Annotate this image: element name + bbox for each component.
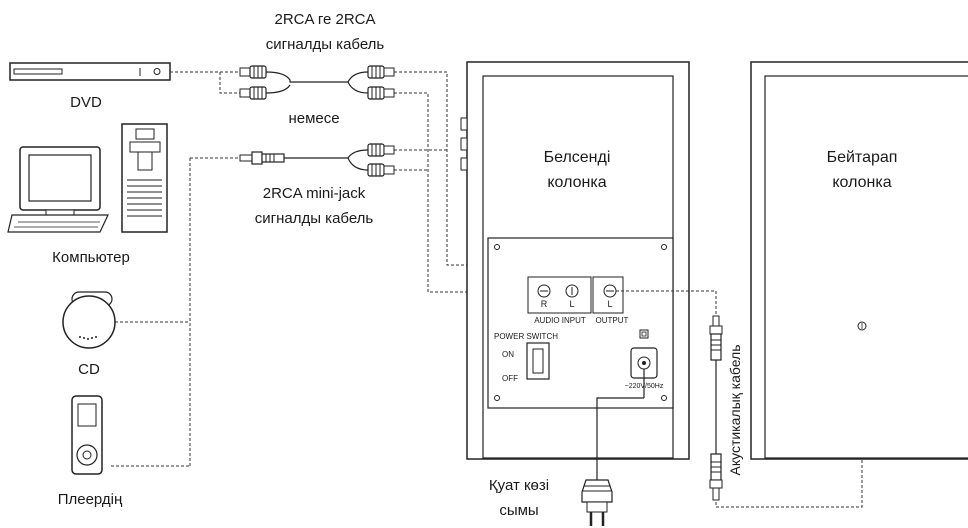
rca-cable-label-line1: 2RCA ге 2RCA xyxy=(274,11,375,28)
computer-label: Компьютер xyxy=(52,249,130,266)
passive-speaker-front xyxy=(764,75,968,459)
audio-input-l-jack-icon xyxy=(565,284,579,298)
minijack-label-line1: 2RCA mini-jack xyxy=(263,185,366,202)
knob-3 xyxy=(460,157,468,171)
power-cord-label-line2: сымы xyxy=(499,502,538,519)
dvd-player-icon xyxy=(9,62,171,81)
dvd-cable-dashed xyxy=(170,71,240,94)
cd-label: CD xyxy=(78,361,100,378)
power-cord xyxy=(596,369,645,480)
passive-speaker-terminal-icon xyxy=(857,321,867,331)
computer-monitor-icon xyxy=(7,146,109,233)
minijack-label-line2: сигналды кабель xyxy=(255,210,374,227)
back-panel xyxy=(487,237,674,409)
off-label: OFF xyxy=(502,374,518,383)
rca-cable-label-line2: сигналды кабель xyxy=(266,36,385,53)
rca-plugs-right-icon xyxy=(367,65,395,100)
power-cord-label-line1: Қуат көзі xyxy=(489,477,549,494)
signal-route-left-channel xyxy=(394,92,540,293)
computer-tower-icon xyxy=(121,123,168,233)
speaker-cable-top-plug-icon xyxy=(709,315,723,361)
power-switch[interactable] xyxy=(526,342,550,380)
knob-1 xyxy=(460,117,468,131)
power-switch-label: POWER SWITCH xyxy=(494,332,558,341)
output-l-jack-icon xyxy=(603,284,617,298)
output-label: OUTPUT xyxy=(596,316,629,325)
passive-speaker-label-line2: колонка xyxy=(832,174,891,191)
minijack-rca-plugs-icon xyxy=(367,143,395,177)
player-label: Плеердің xyxy=(58,491,123,508)
audio-input-r-jack-icon xyxy=(537,284,551,298)
rca-cable-wire xyxy=(265,71,369,94)
minijack-plug-icon xyxy=(239,151,285,165)
dvd-label: DVD xyxy=(70,94,102,111)
rca-plugs-left-icon xyxy=(239,65,267,100)
on-label: ON xyxy=(502,350,514,359)
speaker-cable-label: Акустикалық кабель xyxy=(727,344,743,475)
sources-dashed-bus xyxy=(111,157,240,467)
portable-player-icon xyxy=(71,395,103,475)
cd-player-icon xyxy=(62,291,116,349)
active-speaker-label-line1: Белсенді xyxy=(544,149,611,166)
active-speaker-label-line2: колонка xyxy=(547,174,606,191)
audio-input-label: AUDIO INPUT xyxy=(534,316,586,325)
passive-speaker-label-line1: Бейтарап xyxy=(827,149,898,166)
or-label: немесе xyxy=(288,110,339,127)
output-l-label: L xyxy=(607,299,612,309)
power-plug-icon xyxy=(581,479,613,526)
input-r-label: R xyxy=(541,299,548,309)
input-l-label: L xyxy=(569,299,574,309)
speaker-cable-bottom-plug-icon xyxy=(709,453,723,501)
knob-2 xyxy=(460,137,468,151)
minijack-cable-wire xyxy=(284,149,369,171)
